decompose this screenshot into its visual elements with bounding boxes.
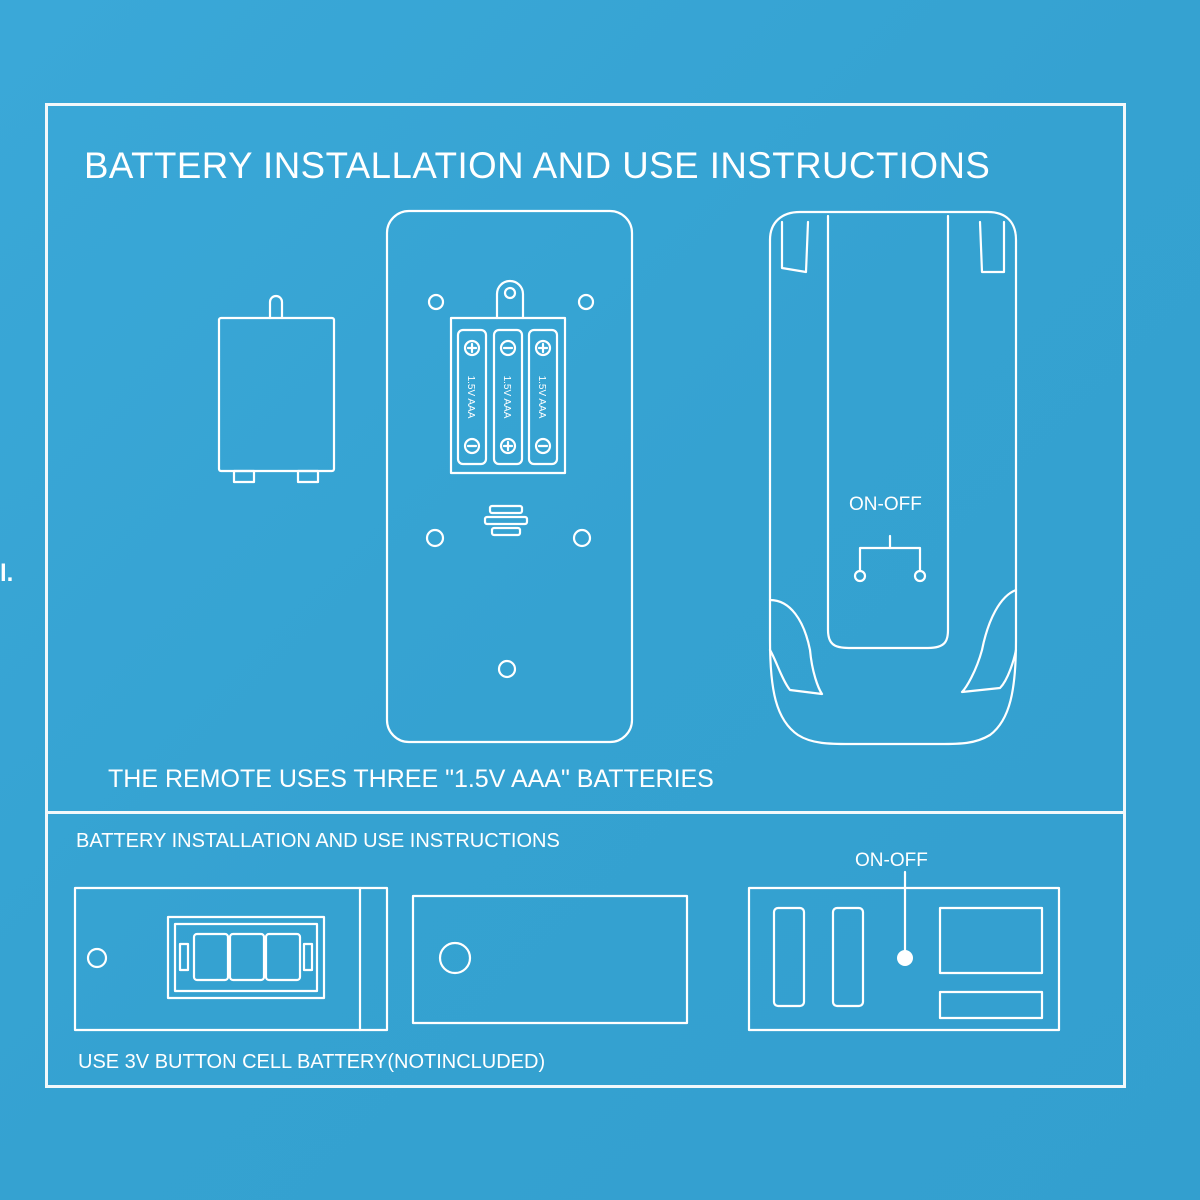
battery-footnote: USE 3V BUTTON CELL BATTERY(NOTINCLUDED) bbox=[78, 1051, 546, 1073]
instruction-frame bbox=[45, 103, 1126, 1088]
remote-back-icon bbox=[385, 209, 634, 744]
section-subtitle: BATTERY INSTALLATION AND USE INSTRUCTION… bbox=[76, 830, 560, 852]
battery-cover-icon bbox=[217, 294, 336, 484]
battery-caption: THE REMOTE USES THREE "1.5V AAA" BATTERI… bbox=[108, 765, 714, 793]
battery-label-3: 1.5V AAA bbox=[536, 376, 547, 419]
battery-label-1: 1.5V AAA bbox=[465, 376, 476, 419]
remote-switch-label: ON-OFF bbox=[849, 494, 922, 515]
battery-compartment bbox=[456, 328, 559, 466]
edge-text: l. bbox=[0, 560, 14, 587]
battery-label-2: 1.5V AAA bbox=[501, 376, 512, 419]
button-cell-holder-icon bbox=[73, 886, 389, 1032]
switch-dot-icon bbox=[897, 950, 913, 966]
device-switch-label: ON-OFF bbox=[855, 850, 928, 871]
page-title: BATTERY INSTALLATION AND USE INSTRUCTION… bbox=[84, 145, 991, 186]
section-divider bbox=[45, 811, 1126, 814]
back-cover-icon bbox=[411, 894, 689, 1025]
device-switch-icon bbox=[747, 870, 1061, 1032]
remote-front-icon bbox=[768, 210, 1018, 746]
